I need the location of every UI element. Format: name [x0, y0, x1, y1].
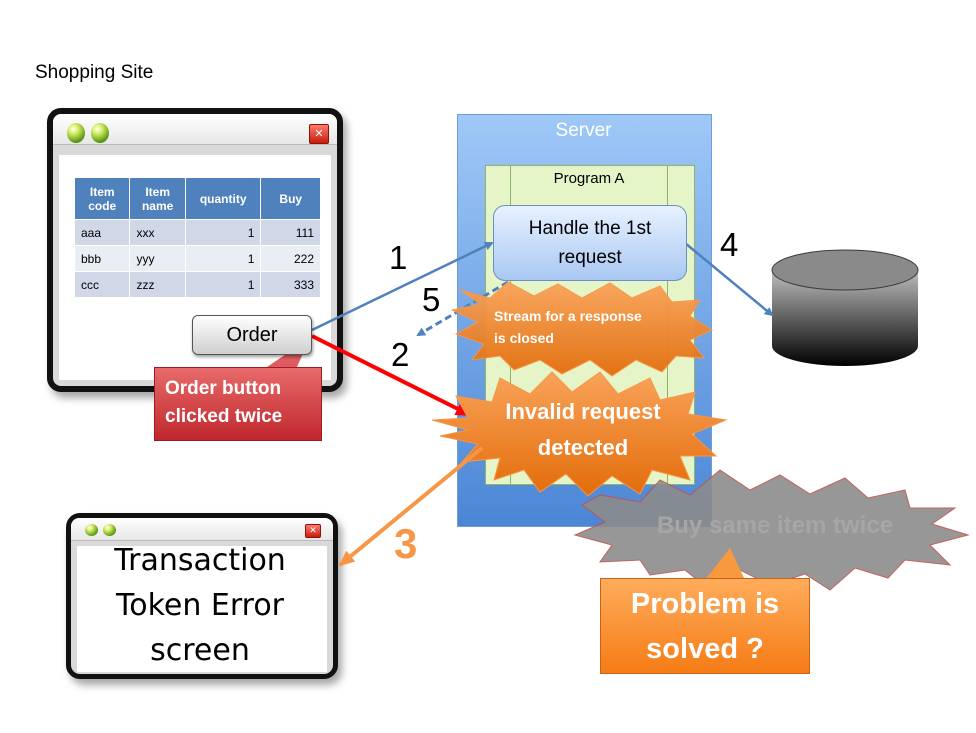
database-icon: [771, 249, 919, 366]
error-line-1: Transaction: [114, 543, 286, 578]
invalid-request-burst: [431, 371, 728, 497]
problem-line-1: Problem is: [630, 588, 780, 620]
invalid-line-1: Invalid request: [505, 399, 661, 424]
cell-item-name: zzz: [129, 271, 186, 298]
table-header-buy: Buy: [260, 177, 321, 220]
invalid-request-text: Invalid request detected: [478, 394, 688, 466]
step-5-label: 5: [422, 281, 441, 318]
green-orb-icon: [67, 123, 85, 143]
cell-item-name: yyy: [129, 245, 186, 272]
close-icon[interactable]: ✕: [309, 124, 329, 144]
cell-item-code: ccc: [73, 271, 131, 298]
error-window: ✕: [66, 513, 338, 679]
window-content: [77, 546, 327, 672]
arrow-response-5: [416, 280, 509, 337]
cell-item-code: aaa: [73, 219, 131, 246]
table-header-quantity: quantity: [184, 177, 262, 220]
stream-closed-line-2: is closed: [494, 330, 554, 346]
problem-line-2: solved ?: [646, 633, 764, 665]
arrow-request-1: [311, 241, 494, 332]
green-orb-icon: [85, 524, 98, 536]
table-row: bbb yyy 1 222: [73, 245, 321, 272]
cell-buy: 333: [260, 271, 321, 298]
cell-quantity: 1: [184, 271, 262, 298]
green-orb-icon: [103, 524, 116, 536]
cell-quantity: 1: [184, 245, 262, 272]
step-1-label: 1: [389, 239, 408, 276]
handler-line-1: Handle the 1st: [528, 218, 652, 239]
order-button[interactable]: Order: [192, 315, 312, 355]
callout-line-1: Order button: [165, 378, 282, 399]
problem-callout-pointer: [705, 548, 745, 580]
program-label: Program A: [553, 170, 625, 187]
table-row: ccc zzz 1 333: [73, 271, 321, 298]
step-3-label: 3: [394, 520, 418, 567]
window-titlebar: ✕: [53, 114, 337, 145]
stream-closed-line-1: Stream for a response: [494, 308, 642, 324]
green-orb-icon: [91, 123, 109, 143]
order-table: Item code Item name quantity Buy aaa xxx…: [73, 177, 321, 298]
server-label: Server: [555, 120, 612, 141]
close-icon[interactable]: ✕: [305, 524, 321, 538]
cell-buy: 111: [260, 219, 321, 246]
arrow-second-request-2: [311, 334, 472, 417]
cell-item-name: xxx: [129, 219, 186, 246]
error-screen-text: Transaction Token Error screen: [78, 538, 322, 673]
order-clicked-twice-callout: Order button clicked twice: [154, 367, 322, 441]
site-title: Shopping Site: [35, 62, 154, 83]
arrow-database-4: [684, 242, 774, 317]
error-line-2: Token Error: [115, 588, 285, 623]
table-row: aaa xxx 1 111: [73, 219, 321, 246]
buy-twice-text: Buy same item twice: [656, 512, 894, 539]
table-header-item-name: Item name: [129, 177, 186, 220]
stream-closed-text: Stream for a response is closed: [494, 305, 684, 349]
buy-twice-burst: [573, 469, 970, 591]
stream-closed-burst: [450, 281, 714, 377]
step-2-label: 2: [391, 336, 410, 373]
step-4-label: 4: [720, 226, 739, 263]
arrow-error-3: [338, 446, 484, 567]
error-line-3: screen: [150, 633, 250, 668]
callout-line-2: clicked twice: [165, 406, 283, 427]
invalid-line-2: detected: [537, 435, 629, 460]
cell-quantity: 1: [184, 219, 262, 246]
handle-request-box: Handle the 1st request: [493, 205, 687, 281]
problem-solved-callout: Problem is solved ?: [600, 578, 810, 674]
window-titlebar: ✕: [71, 518, 333, 541]
cell-item-code: bbb: [73, 245, 131, 272]
handler-line-2: request: [558, 247, 622, 268]
